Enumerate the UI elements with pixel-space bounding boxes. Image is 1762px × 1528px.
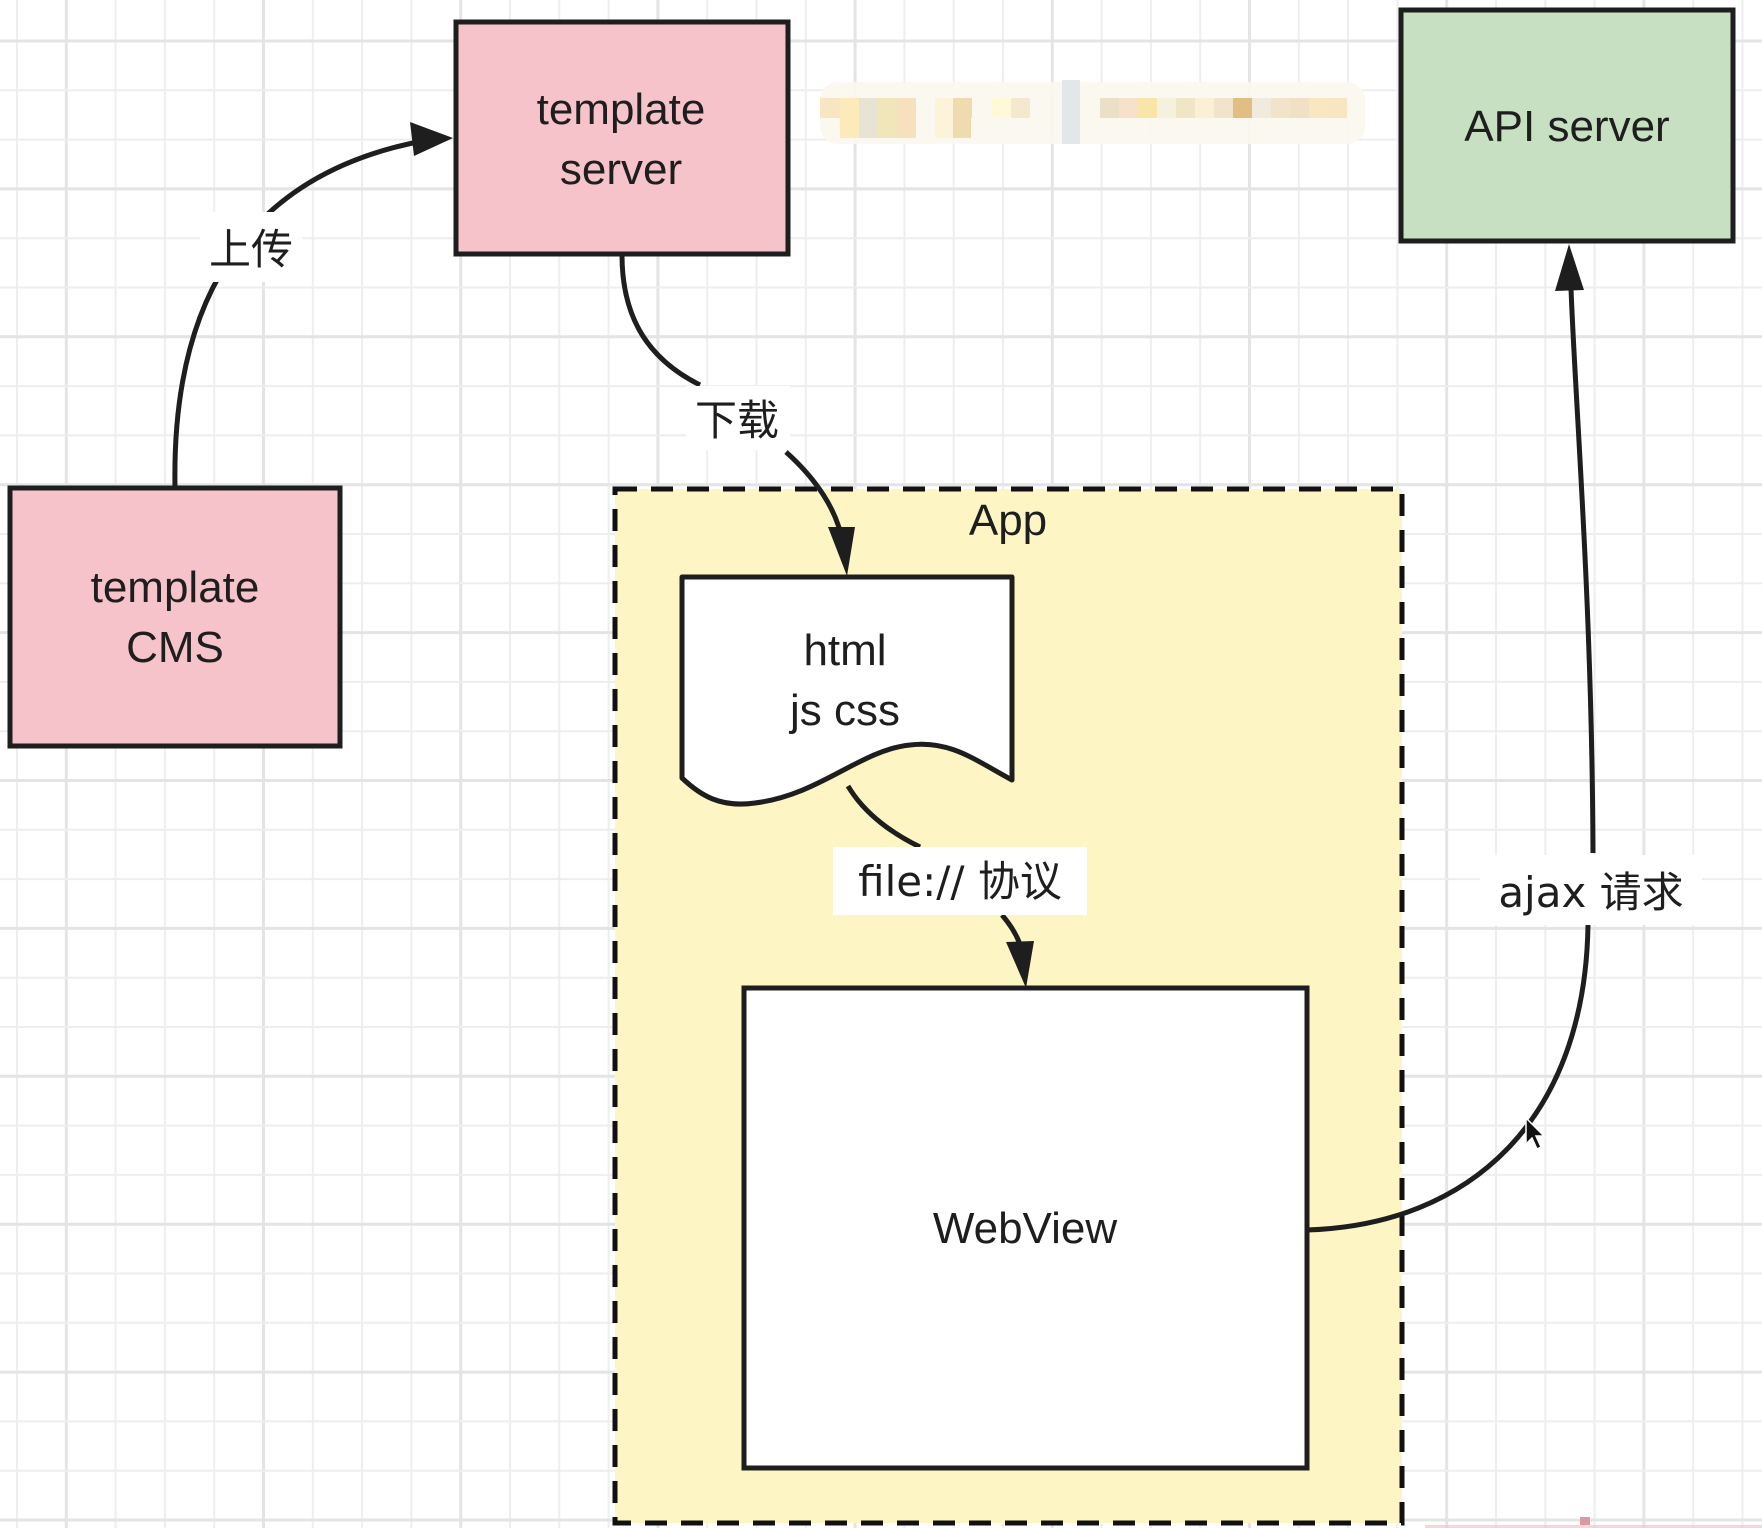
webview-label: WebView (933, 1204, 1117, 1253)
assets-document-node[interactable]: html js css (679, 574, 1015, 807)
arrowhead-icon (1006, 941, 1034, 988)
assets-document-line-1: html (803, 626, 886, 675)
api-server-label: API server (1464, 102, 1669, 151)
edge-upload-label: 上传 (209, 225, 293, 274)
edge-upload[interactable]: 上传 (172, 122, 453, 488)
arrowhead-icon (410, 122, 453, 156)
redacted-pixel (1100, 98, 1119, 118)
webview-box[interactable] (741, 985, 1310, 1471)
redacted-pixel (859, 118, 878, 138)
arrowhead-icon (828, 527, 855, 576)
redacted-pixel (878, 98, 897, 118)
template-cms-line-2: CMS (126, 623, 224, 672)
redacted-pixel (859, 98, 878, 118)
arrowhead-icon (1555, 244, 1584, 291)
redacted-pixel (1214, 98, 1233, 118)
redacted-pixel (840, 98, 859, 118)
app-container-label: App (969, 496, 1047, 545)
partial-watermark-mark (1425, 1517, 1762, 1528)
redacted-pixel (1062, 80, 1080, 144)
redacted-pixel (840, 118, 859, 138)
edge-ajax-label: ajax 请求 (1498, 868, 1683, 917)
redacted-pixel (991, 98, 1011, 118)
edge-download-label-bg (686, 386, 790, 450)
redacted-pixel (897, 118, 916, 138)
redacted-pixel (1290, 98, 1309, 118)
template-cms-line-1: template (91, 563, 260, 612)
edge-download-label: 下载 (695, 396, 779, 445)
webview-node[interactable]: WebView (741, 985, 1310, 1471)
api-server-node[interactable]: API server (1398, 7, 1736, 244)
edge-file-protocol[interactable]: file:// 协议 (833, 784, 1087, 988)
redacted-pixel (1271, 98, 1290, 118)
template-cms-box[interactable] (7, 485, 343, 749)
edge-download-line-upper[interactable] (619, 254, 702, 388)
redacted-pixel (1233, 98, 1252, 118)
redacted-pixel (1119, 98, 1138, 118)
redacted-pixel (1195, 98, 1214, 118)
edge-file-protocol-label: file:// 协议 (858, 857, 1062, 906)
redacted-pixel (1138, 98, 1157, 118)
redacted-pixel (935, 98, 953, 118)
mouse-cursor-icon (1525, 1116, 1546, 1151)
assets-document-shape[interactable] (679, 574, 1015, 807)
redacted-pixel (878, 118, 897, 138)
api-server-box[interactable] (1398, 7, 1736, 244)
edge-upload-label-bg (200, 212, 302, 282)
template-server-line-1: template (537, 85, 706, 134)
assets-document-line-2: js css (788, 686, 900, 735)
redacted-pixel (897, 98, 916, 118)
edge-download[interactable]: 下载 (619, 254, 855, 576)
template-server-line-2: server (560, 145, 682, 194)
redacted-pixel (1309, 98, 1328, 118)
template-cms-node[interactable]: template CMS (7, 485, 343, 749)
edge-ajax-request[interactable]: ajax 请求 (1306, 244, 1702, 1233)
redacted-pixel (953, 118, 971, 138)
edge-file-protocol-label-bg (833, 847, 1087, 915)
redacted-pixel (1252, 98, 1271, 118)
redacted-pixel (1328, 98, 1347, 118)
template-server-node[interactable]: template server (453, 19, 791, 257)
redacted-pixel (935, 118, 953, 138)
redacted-pixel (1157, 98, 1176, 118)
edge-ajax-line-lower[interactable] (1306, 924, 1591, 1233)
edge-ajax-label-bg (1480, 855, 1702, 925)
edge-file-protocol-line-upper[interactable] (845, 784, 922, 850)
redacted-watermark (820, 80, 1365, 144)
redacted-pixel (1011, 98, 1030, 118)
edge-ajax-line-upper[interactable] (1568, 287, 1596, 854)
template-server-box[interactable] (453, 19, 791, 257)
redacted-pixel (820, 98, 840, 118)
redacted-pixel (1176, 98, 1195, 118)
redacted-pixel (953, 98, 972, 118)
